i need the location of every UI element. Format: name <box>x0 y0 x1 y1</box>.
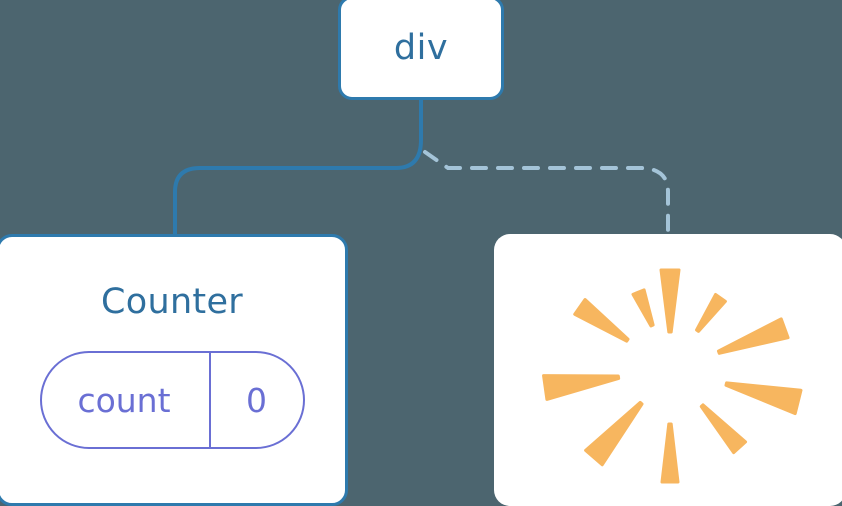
sparkle-ray <box>716 317 790 355</box>
node-counter[interactable]: Counter count 0 <box>0 234 348 506</box>
sparkle-ray-group <box>542 268 803 484</box>
sparkle-ray <box>542 374 621 401</box>
sparkle-ray <box>660 422 680 484</box>
edge-div-to-counter <box>173 98 423 240</box>
node-counter-title: Counter <box>101 282 243 322</box>
sparkle-ray <box>584 400 644 467</box>
state-pill-count[interactable]: count 0 <box>39 351 305 449</box>
state-pill-value: 0 <box>246 380 267 420</box>
node-div-title: div <box>393 27 449 68</box>
state-pill-key: count <box>42 353 211 447</box>
sparkle-ray <box>659 268 681 334</box>
sparkle-ray <box>631 288 655 328</box>
sparkle-ray <box>699 403 748 455</box>
node-render-burst[interactable] <box>494 234 842 506</box>
sparkle-ray <box>573 298 630 343</box>
sparkle-ray <box>695 292 727 333</box>
sparkle-ray <box>724 381 803 416</box>
node-div[interactable]: div <box>338 0 504 100</box>
sparkle-burst-icon <box>542 268 803 484</box>
edge-div-to-sparkle <box>423 150 670 240</box>
